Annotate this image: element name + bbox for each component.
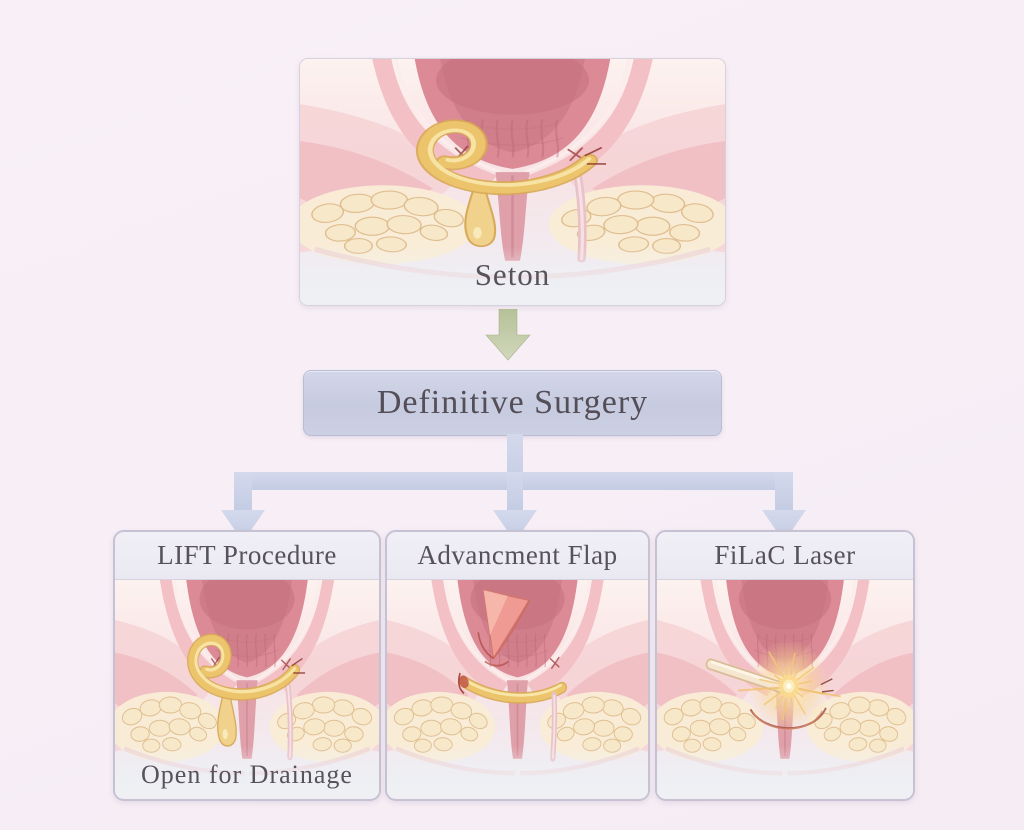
definitive-surgery-box: Definitive Surgery	[303, 370, 722, 436]
branch-connector-arrows	[221, 434, 806, 542]
advancement-flap-panel: Advancment Flap	[385, 530, 650, 801]
filac-laser-illustration	[657, 580, 913, 798]
seton-illustration	[300, 59, 725, 305]
lift-procedure-illustration	[115, 580, 379, 798]
down-arrow-icon	[485, 309, 531, 361]
seton-panel: Seton	[299, 58, 726, 306]
advancement-flap-illustration	[387, 580, 648, 798]
advancement-flap-title: Advancment Flap	[387, 532, 648, 580]
filac-laser-body	[657, 580, 913, 798]
filac-laser-title: FiLaC Laser	[657, 532, 913, 580]
lift-procedure-panel: LIFT Procedure	[113, 530, 381, 801]
definitive-surgery-label: Definitive Surgery	[376, 384, 649, 421]
filac-laser-panel: FiLaC Laser	[655, 530, 915, 801]
lift-procedure-body: Open for Drainage	[115, 580, 379, 798]
lift-procedure-title: LIFT Procedure	[115, 532, 379, 580]
advancement-flap-body	[387, 580, 648, 798]
